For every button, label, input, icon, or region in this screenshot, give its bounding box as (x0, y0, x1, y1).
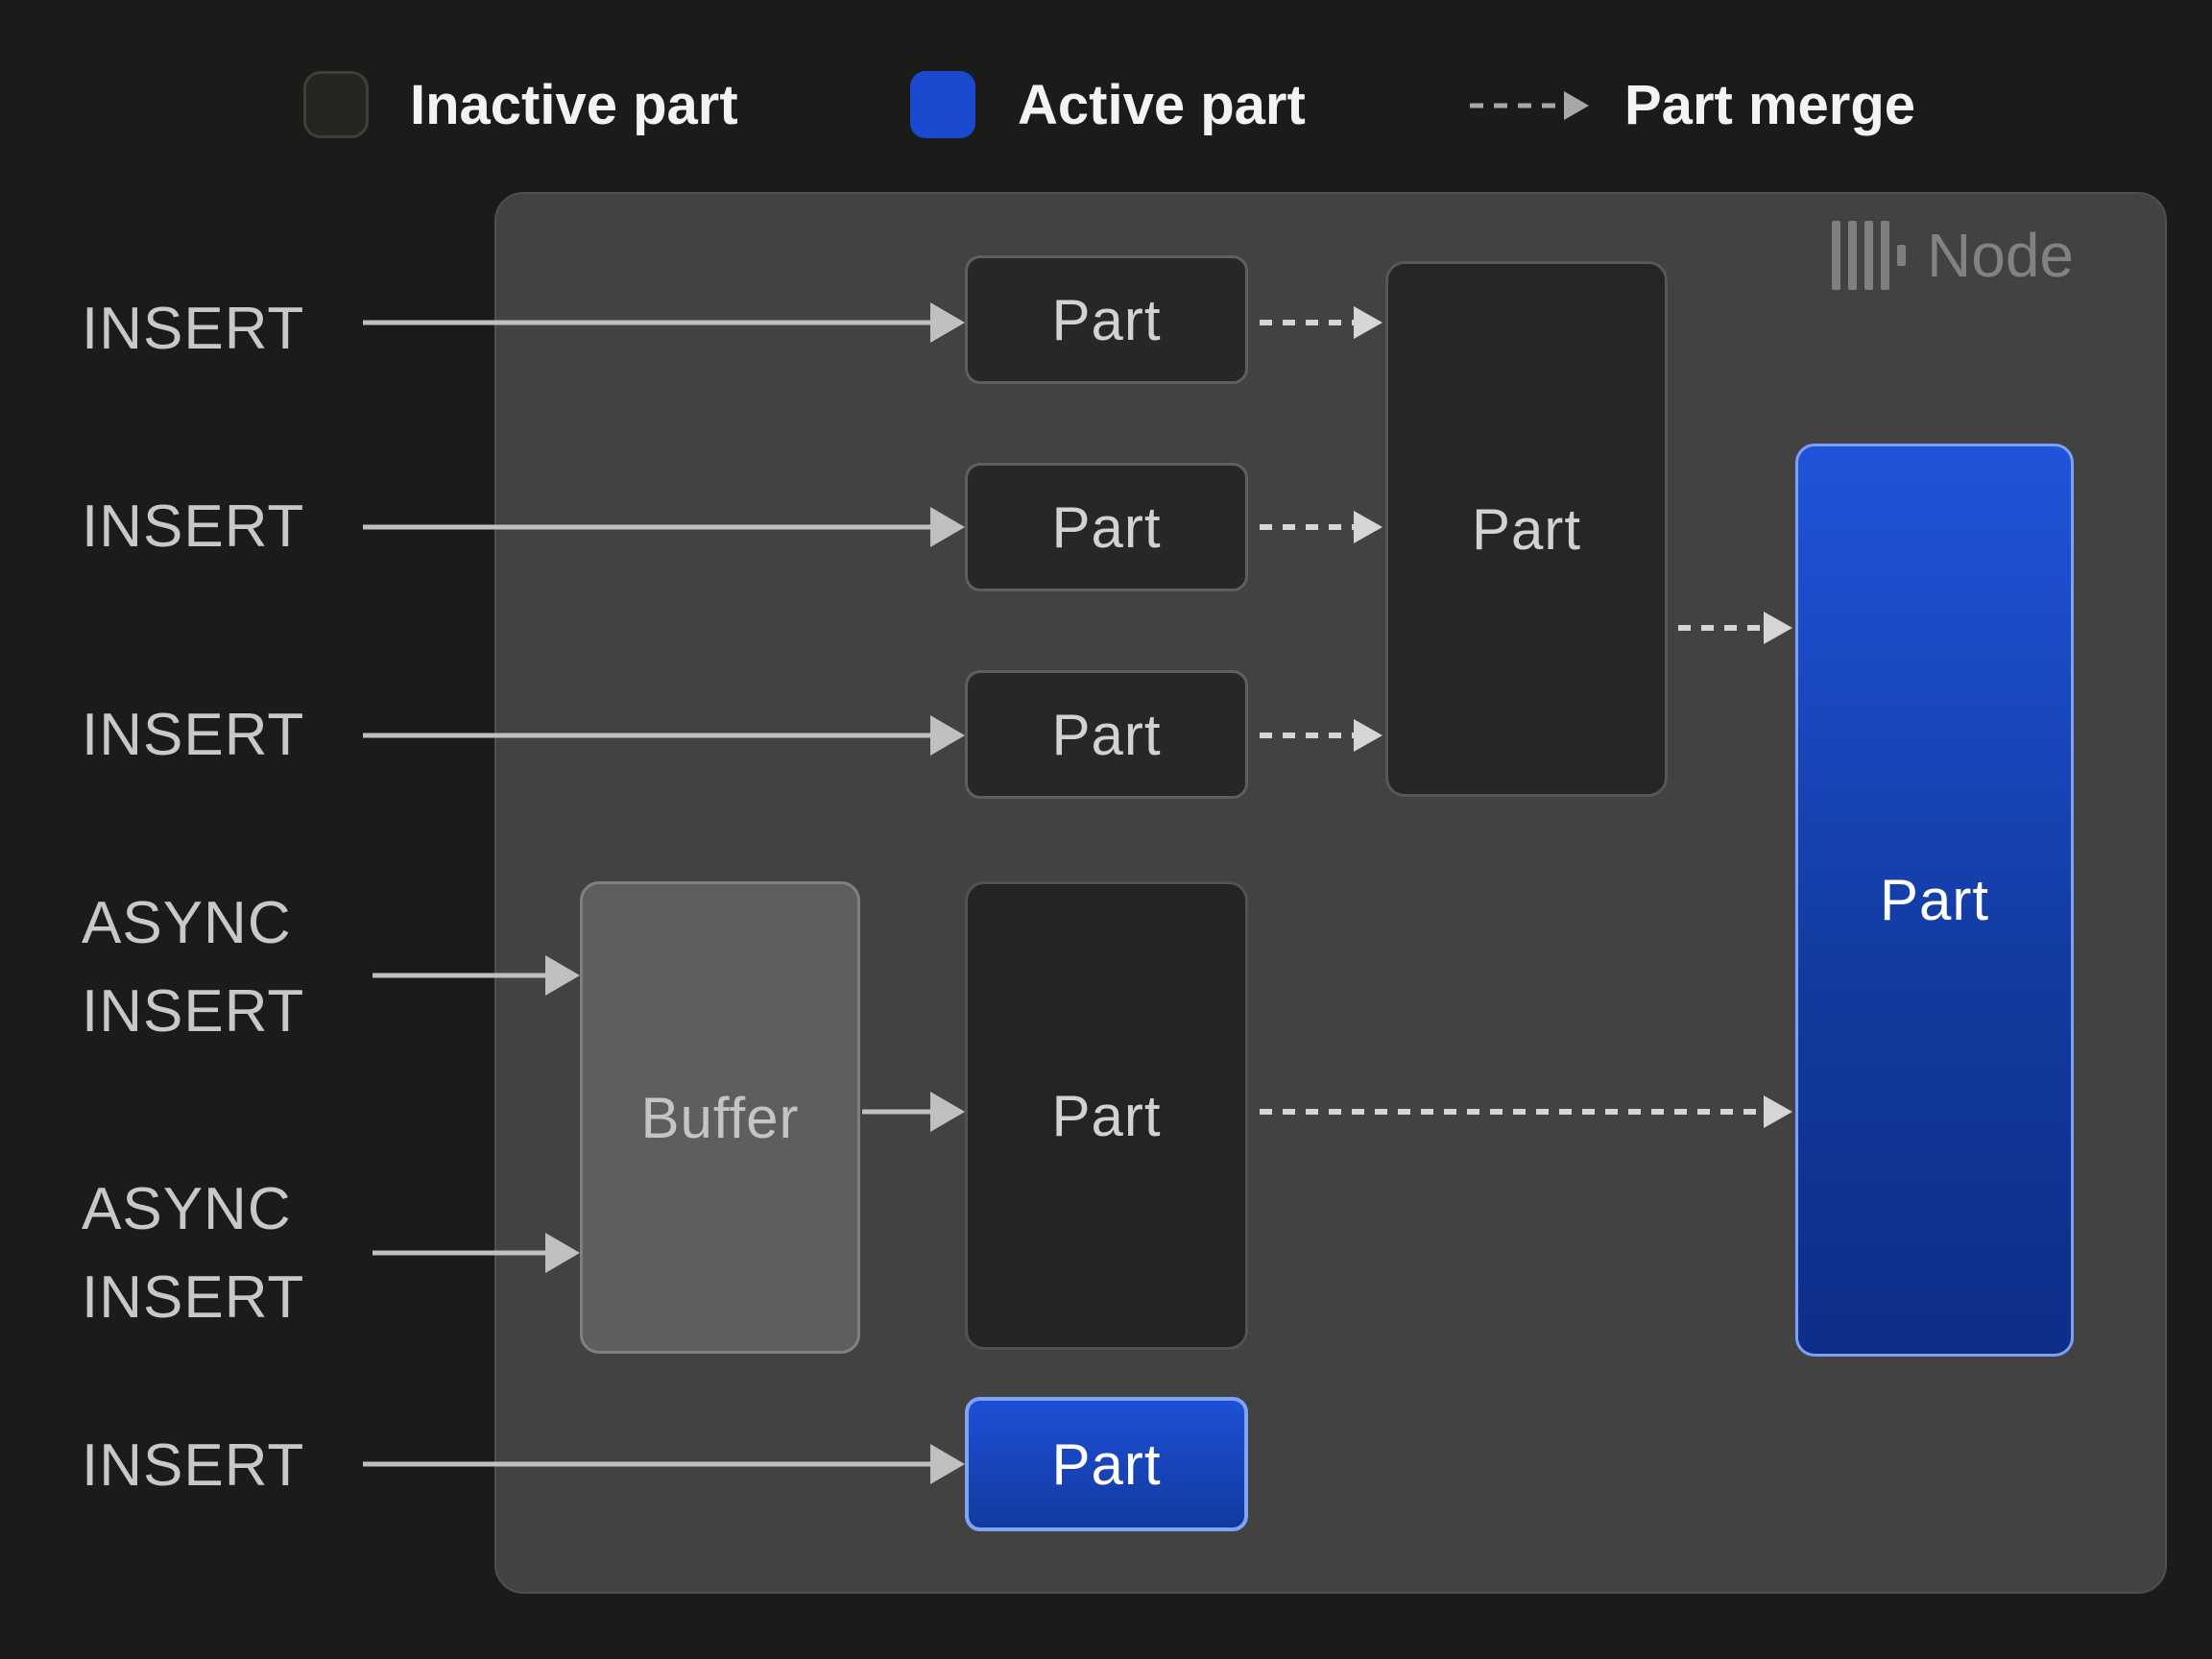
arrow-shaft (1260, 524, 1358, 530)
legend-label-active: Active part (1018, 74, 1306, 136)
arrow-head (930, 1444, 965, 1484)
arrow-head (1354, 306, 1382, 339)
arrow-insert4-to-bottom-part (363, 1441, 965, 1487)
buffer-box: Buffer (580, 881, 860, 1354)
inactive-part-box-2: Part (965, 463, 1248, 591)
arrow-head (1354, 511, 1382, 543)
inactive-part-swatch (303, 71, 369, 138)
inactive-part-box-3: Part (965, 670, 1248, 799)
merge-arrow-merged-to-active (1678, 605, 1792, 651)
arrow-shaft (1260, 320, 1358, 325)
arrow-insert2-to-part2 (363, 504, 965, 550)
async-insert-line2: INSERT (82, 1264, 305, 1331)
arrow-buffer-to-buffered-part (862, 1089, 965, 1135)
logo-bar (1832, 221, 1840, 290)
logo-bar (1848, 221, 1857, 290)
insert-label-4: INSERT (82, 1432, 305, 1499)
async-insert-label-1: ASYNC INSERT (82, 879, 304, 1056)
insert-label-3: INSERT (82, 702, 305, 768)
legend-label-inactive: Inactive part (410, 74, 738, 136)
logo-dot (1897, 245, 1906, 266)
arrow-shaft (373, 1250, 551, 1256)
arrow-shaft (1470, 103, 1568, 108)
arrow-shaft (363, 733, 936, 738)
legend-label-merge: Part merge (1624, 74, 1916, 136)
arrow-head (1564, 91, 1589, 120)
arrow-async1-to-buffer (373, 952, 580, 998)
arrow-shaft (363, 320, 936, 325)
arrow-shaft (363, 1461, 936, 1467)
arrow-head (930, 302, 965, 343)
merge-arrow-buffered-to-active (1260, 1089, 1792, 1135)
arrow-shaft (1260, 1109, 1767, 1115)
arrow-shaft (373, 973, 551, 978)
arrow-head (1354, 719, 1382, 752)
merge-arrow-part3-to-merged (1260, 712, 1382, 758)
active-part-box-bottom: Part (965, 1397, 1248, 1531)
async-insert-line1: ASYNC (82, 1176, 292, 1242)
logo-bar (1881, 221, 1889, 290)
async-insert-label-2: ASYNC INSERT (82, 1166, 304, 1342)
arrow-shaft (1260, 733, 1358, 738)
arrow-head (930, 507, 965, 547)
logo-bar (1864, 221, 1873, 290)
active-part-box: Part (1795, 444, 2074, 1357)
arrow-shaft (862, 1109, 936, 1115)
arrow-async2-to-buffer (373, 1230, 580, 1276)
merge-arrow-part2-to-merged (1260, 504, 1382, 550)
active-part-swatch (910, 71, 975, 138)
merge-arrow-part1-to-merged (1260, 300, 1382, 346)
arrow-insert1-to-part1 (363, 300, 965, 346)
buffered-part-box: Part (965, 881, 1248, 1350)
arrow-head (545, 955, 580, 996)
async-insert-line1: ASYNC (82, 890, 292, 956)
merged-part-box: Part (1385, 261, 1668, 797)
inactive-part-box-1: Part (965, 255, 1248, 384)
arrow-head (545, 1233, 580, 1273)
node-header: Node (1832, 219, 2074, 292)
insert-label-2: INSERT (82, 493, 305, 560)
arrow-head (930, 715, 965, 756)
arrow-head (930, 1092, 965, 1132)
node-title: Node (1927, 221, 2074, 290)
arrow-shaft (1678, 625, 1767, 631)
async-insert-line2: INSERT (82, 978, 305, 1045)
clickhouse-bars-icon (1832, 221, 1906, 290)
part-merge-arrow-sample (1470, 83, 1589, 129)
insert-label-1: INSERT (82, 296, 305, 362)
arrow-head (1764, 612, 1792, 644)
arrow-insert3-to-part3 (363, 712, 965, 758)
arrow-shaft (363, 524, 936, 530)
arrow-head (1764, 1095, 1792, 1128)
